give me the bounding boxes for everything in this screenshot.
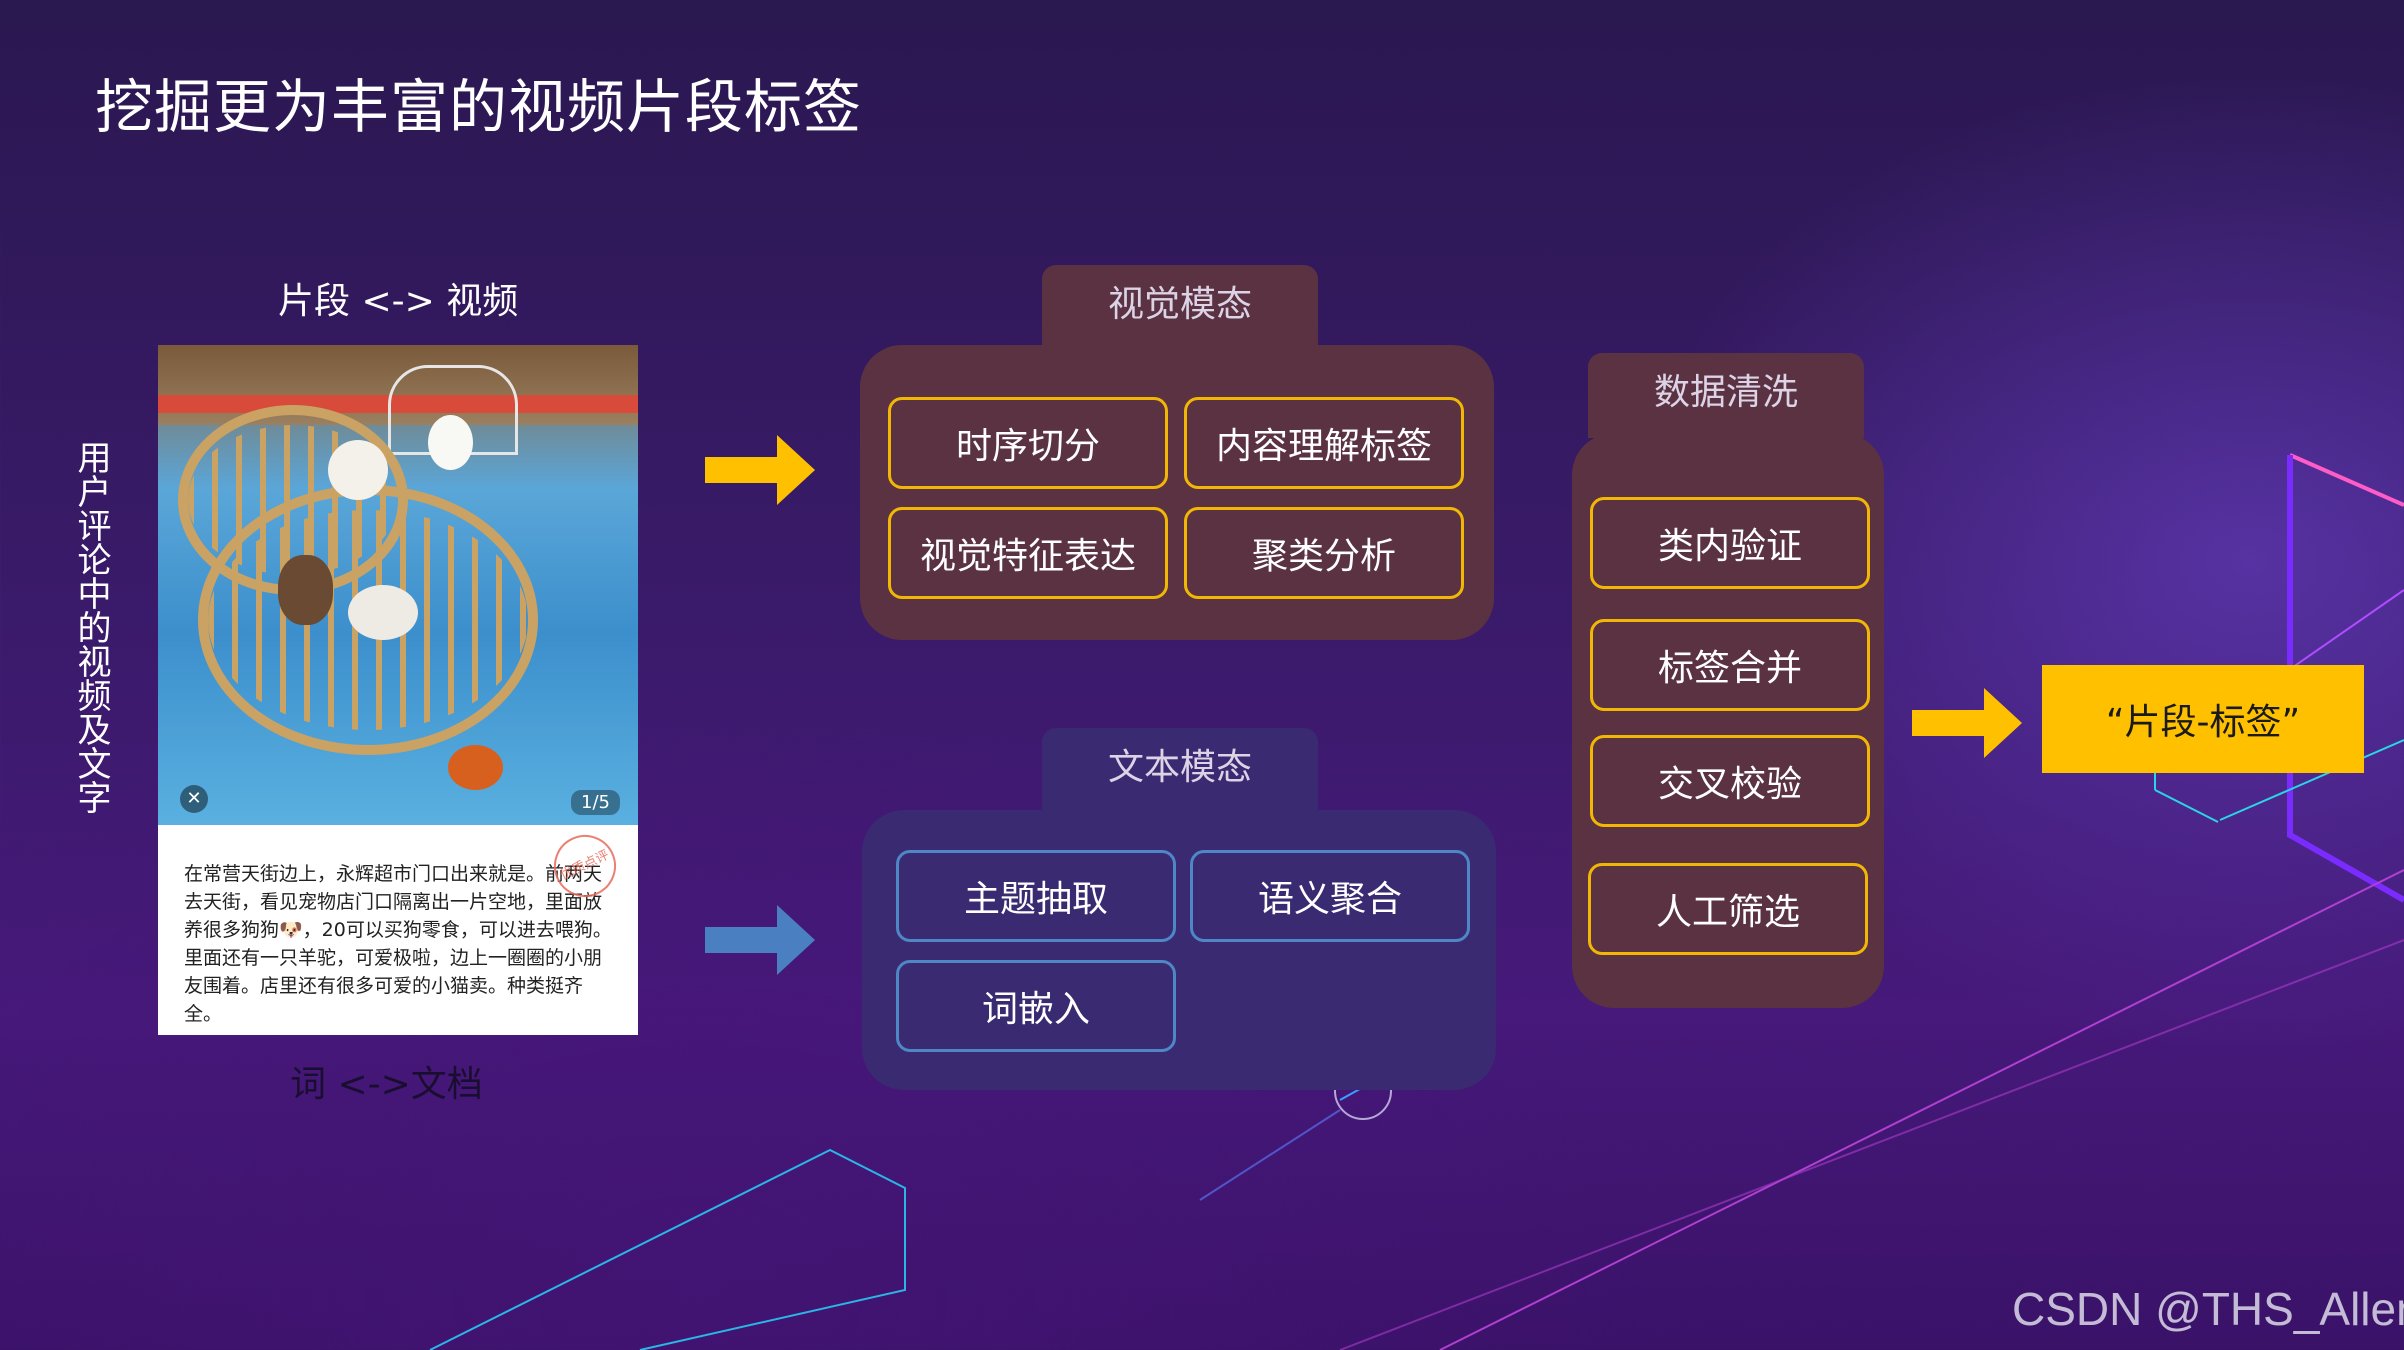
- comment-text: 在常营天街边上，永辉超市门口出来就是。前两天去天街，看见宠物店门口隔离出一片空地…: [184, 863, 612, 1025]
- brown-toy: [278, 555, 333, 625]
- text-modality-tab: 文本模态: [1042, 728, 1318, 813]
- visual-modality-tab: 视觉模态: [1042, 265, 1318, 350]
- user-comment-card: 优质点评 在常营天街边上，永辉超市门口出来就是。前两天去天街，看见宠物店门口隔离…: [158, 824, 638, 1035]
- data-cleaning-panel: 类内验证 标签合并 交叉校验 人工筛选: [1572, 433, 1884, 1008]
- page-title: 挖掘更为丰富的视频片段标签: [95, 73, 863, 141]
- orange-toy: [448, 745, 503, 790]
- clustering-analysis-box: 聚类分析: [1184, 507, 1464, 599]
- text-modality-panel: 主题抽取 语义聚合 词嵌入: [862, 810, 1496, 1090]
- clip-video-caption: 片段 <-> 视频: [278, 281, 519, 322]
- mute-icon[interactable]: ✕: [180, 785, 208, 813]
- white-puppy-2: [348, 585, 418, 640]
- visual-modality-panel: 时序切分 内容理解标签 视觉特征表达 聚类分析: [860, 345, 1494, 640]
- intra-class-validation-box: 类内验证: [1590, 497, 1870, 589]
- tag-merging-box: 标签合并: [1590, 619, 1870, 711]
- arrow-right-blue-icon: [705, 905, 815, 975]
- word-document-caption: 词 <->文档: [290, 1064, 483, 1105]
- topic-extraction-box: 主题抽取: [896, 850, 1176, 942]
- visual-feature-representation-box: 视觉特征表达: [888, 507, 1168, 599]
- arrow-right-gold-icon: [705, 435, 815, 505]
- watermark: CSDN @THS_Allen: [2012, 1283, 2404, 1335]
- data-cleaning-tab: 数据清洗: [1588, 353, 1864, 438]
- white-dog: [328, 440, 388, 500]
- cross-validation-box: 交叉校验: [1590, 735, 1870, 827]
- content-understanding-tags-box: 内容理解标签: [1184, 397, 1464, 489]
- white-puppy: [428, 415, 473, 470]
- temporal-segmentation-box: 时序切分: [888, 397, 1168, 489]
- video-frame-image: ✕ 1/5: [158, 345, 638, 825]
- manual-screening-box: 人工筛选: [1588, 863, 1868, 955]
- word-embedding-box: 词嵌入: [896, 960, 1176, 1052]
- clip-tag-output-box: “片段-标签”: [2042, 665, 2364, 773]
- arrow-right-output-icon: [1912, 688, 2022, 758]
- image-counter: 1/5: [571, 790, 620, 815]
- semantic-aggregation-box: 语义聚合: [1190, 850, 1470, 942]
- vertical-side-label: 用户评论中的视频及文字: [71, 440, 111, 814]
